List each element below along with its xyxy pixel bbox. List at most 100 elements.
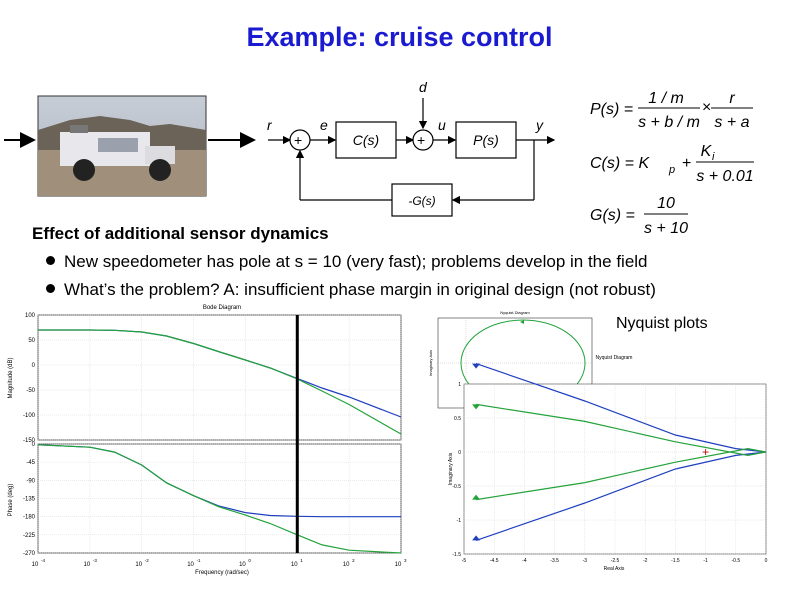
signal-r: r <box>267 117 273 133</box>
bode-mag-ylabel: Magnitude (dB) <box>8 357 14 398</box>
eq-p-den1: s + b / m <box>638 114 700 131</box>
bode-freq-tick: 10 <box>187 562 194 568</box>
nyquist-arrow-icon <box>472 404 481 410</box>
bode-ytick-label: -150 <box>23 438 36 444</box>
nyquist-ytick-label: 0 <box>458 450 461 456</box>
transfer-function-equations: P(s) = 1 / m s + b / m × r s + a C(s) = … <box>590 90 754 237</box>
eq-c-num: K <box>701 143 713 160</box>
sum-sign-1: + <box>294 132 302 148</box>
bode-ytick-label: -225 <box>23 533 36 539</box>
nyquist-small-ylabel: Imaginary Axis <box>428 350 433 376</box>
eq-c-plus: + <box>682 155 691 172</box>
bullet-item-1: New speedometer has pole at s = 10 (very… <box>46 252 648 272</box>
eq-c-den: s + 0.01 <box>696 168 753 185</box>
bullet-item-2: What’s the problem? A: insufficient phas… <box>46 280 656 300</box>
critical-point-marker: + <box>702 445 709 459</box>
nyquist-xtick-label: -2.5 <box>611 558 620 564</box>
eq-p-times: × <box>702 99 711 116</box>
nyquist-series-1-line <box>476 403 767 501</box>
bode-series-1-line <box>37 444 402 554</box>
eq-p-num2: r <box>729 90 735 107</box>
bode-freq-tick: 10 <box>291 562 298 568</box>
bode-freq-tick: 10 <box>343 562 350 568</box>
bode-freq-tick-exp: -3 <box>93 558 97 563</box>
bode-series-1-line <box>38 329 402 435</box>
nyquist-small-title: Nyquist Diagram <box>500 310 530 315</box>
nyquist-caption: Nyquist plots <box>616 315 708 332</box>
signal-e: e <box>320 117 328 133</box>
bode-freq-tick-exp: 2 <box>352 558 355 563</box>
sum-sign-2: + <box>417 132 425 148</box>
nyquist-xtick-label: -1.5 <box>671 558 680 564</box>
bode-freq-tick: 10 <box>84 562 91 568</box>
nyquist-large-plot: Nyquist Diagram Real Axis Imaginary Axis… <box>448 355 768 572</box>
controller-block <box>335 121 397 159</box>
eq-g-num: 10 <box>657 195 675 212</box>
bode-freq-tick-exp: 3 <box>404 558 407 563</box>
nyquist-arrow-icon <box>472 535 481 541</box>
eq-g-den: s + 10 <box>644 220 688 237</box>
plant-block <box>455 121 517 159</box>
bode-freq-tick-exp: -4 <box>41 558 45 563</box>
bode-ytick-label: 0 <box>32 442 36 448</box>
bode-ytick-label: -100 <box>23 413 36 419</box>
controller-label: C(s) <box>353 132 379 148</box>
nyquist-arrow-icon <box>472 363 481 369</box>
signal-y: y <box>535 117 544 133</box>
eq-p-den2: s + a <box>714 114 749 131</box>
nyquist-xtick-label: -1 <box>703 558 708 564</box>
bode-ytick-label: 100 <box>25 313 36 319</box>
bode-ytick-label: -45 <box>26 460 35 466</box>
bode-ytick-label: 0 <box>32 363 36 369</box>
bode-xlabel: Frequency (rad/sec) <box>195 570 249 576</box>
signal-d: d <box>419 79 428 95</box>
bode-title: Bode Diagram <box>203 305 241 311</box>
eq-p-num1: 1 / m <box>648 90 684 107</box>
bode-ytick-label: -270 <box>23 551 36 557</box>
bode-freq-tick: 10 <box>239 562 246 568</box>
bode-freq-tick-exp: -1 <box>197 558 201 563</box>
nyquist-xtick-label: -2 <box>643 558 648 564</box>
feedback-label: -G(s) <box>408 194 435 208</box>
nyquist-ytick-label: -1.5 <box>452 552 461 558</box>
bode-freq-tick-exp: -2 <box>145 558 149 563</box>
truck-photo <box>37 95 207 197</box>
nyquist-large-title: Nyquist Diagram <box>596 355 633 361</box>
bode-ytick-label: -180 <box>23 515 36 521</box>
feedback-block <box>391 183 453 217</box>
bode-ytick-label: -135 <box>23 497 36 503</box>
bode-phase-ylabel: Phase (deg) <box>8 484 14 517</box>
nyquist-ytick-label: 1 <box>458 382 461 388</box>
nyquist-xtick-label: -4.5 <box>490 558 499 564</box>
bode-plot: Bode Diagram Magnitude (dB) Phase (deg) … <box>8 305 407 576</box>
vehicle-photo-group <box>4 95 256 197</box>
nyquist-large-xlabel: Real Axis <box>604 566 625 572</box>
nyquist-xtick-label: -5 <box>462 558 467 564</box>
bode-ytick-label: -50 <box>26 388 35 394</box>
eq-c-lhs: C(s) = K <box>590 155 650 172</box>
eq-g-lhs: G(s) = <box>590 207 635 224</box>
bode-freq-tick: 10 <box>32 562 39 568</box>
nyquist-xtick-label: -3.5 <box>550 558 559 564</box>
nyquist-xtick-label: -0.5 <box>731 558 740 564</box>
bode-freq-tick: 10 <box>395 562 402 568</box>
nyquist-xtick-label: 0 <box>765 558 768 564</box>
bode-freq-tick: 10 <box>135 562 142 568</box>
nyquist-xtick-label: -4 <box>522 558 527 564</box>
nyquist-arrow-icon <box>472 494 481 500</box>
nyquist-large-ylabel: Imaginary Axis <box>448 452 454 485</box>
nyquist-small-arrow-icon <box>520 320 524 324</box>
bullet-text-2: What’s the problem? A: insufficient phas… <box>64 280 656 299</box>
bode-freq-tick-exp: 0 <box>248 558 251 563</box>
block-diagram: r + e C(s) d + u P(s) y -G(s) <box>267 79 556 217</box>
bode-freq-tick-exp: 1 <box>300 558 303 563</box>
bullet-text-1: New speedometer has pole at s = 10 (very… <box>64 252 648 271</box>
nyquist-ytick-label: 0.5 <box>454 416 461 422</box>
nyquist-ytick-label: -0.5 <box>452 484 461 490</box>
nyquist-ytick-label: -1 <box>457 518 462 524</box>
plant-label: P(s) <box>473 132 499 148</box>
nyquist-xtick-label: -3 <box>583 558 588 564</box>
bode-ytick-label: 50 <box>28 338 35 344</box>
eq-c-sub: p <box>668 164 675 176</box>
eq-p-lhs: P(s) = <box>590 101 633 118</box>
